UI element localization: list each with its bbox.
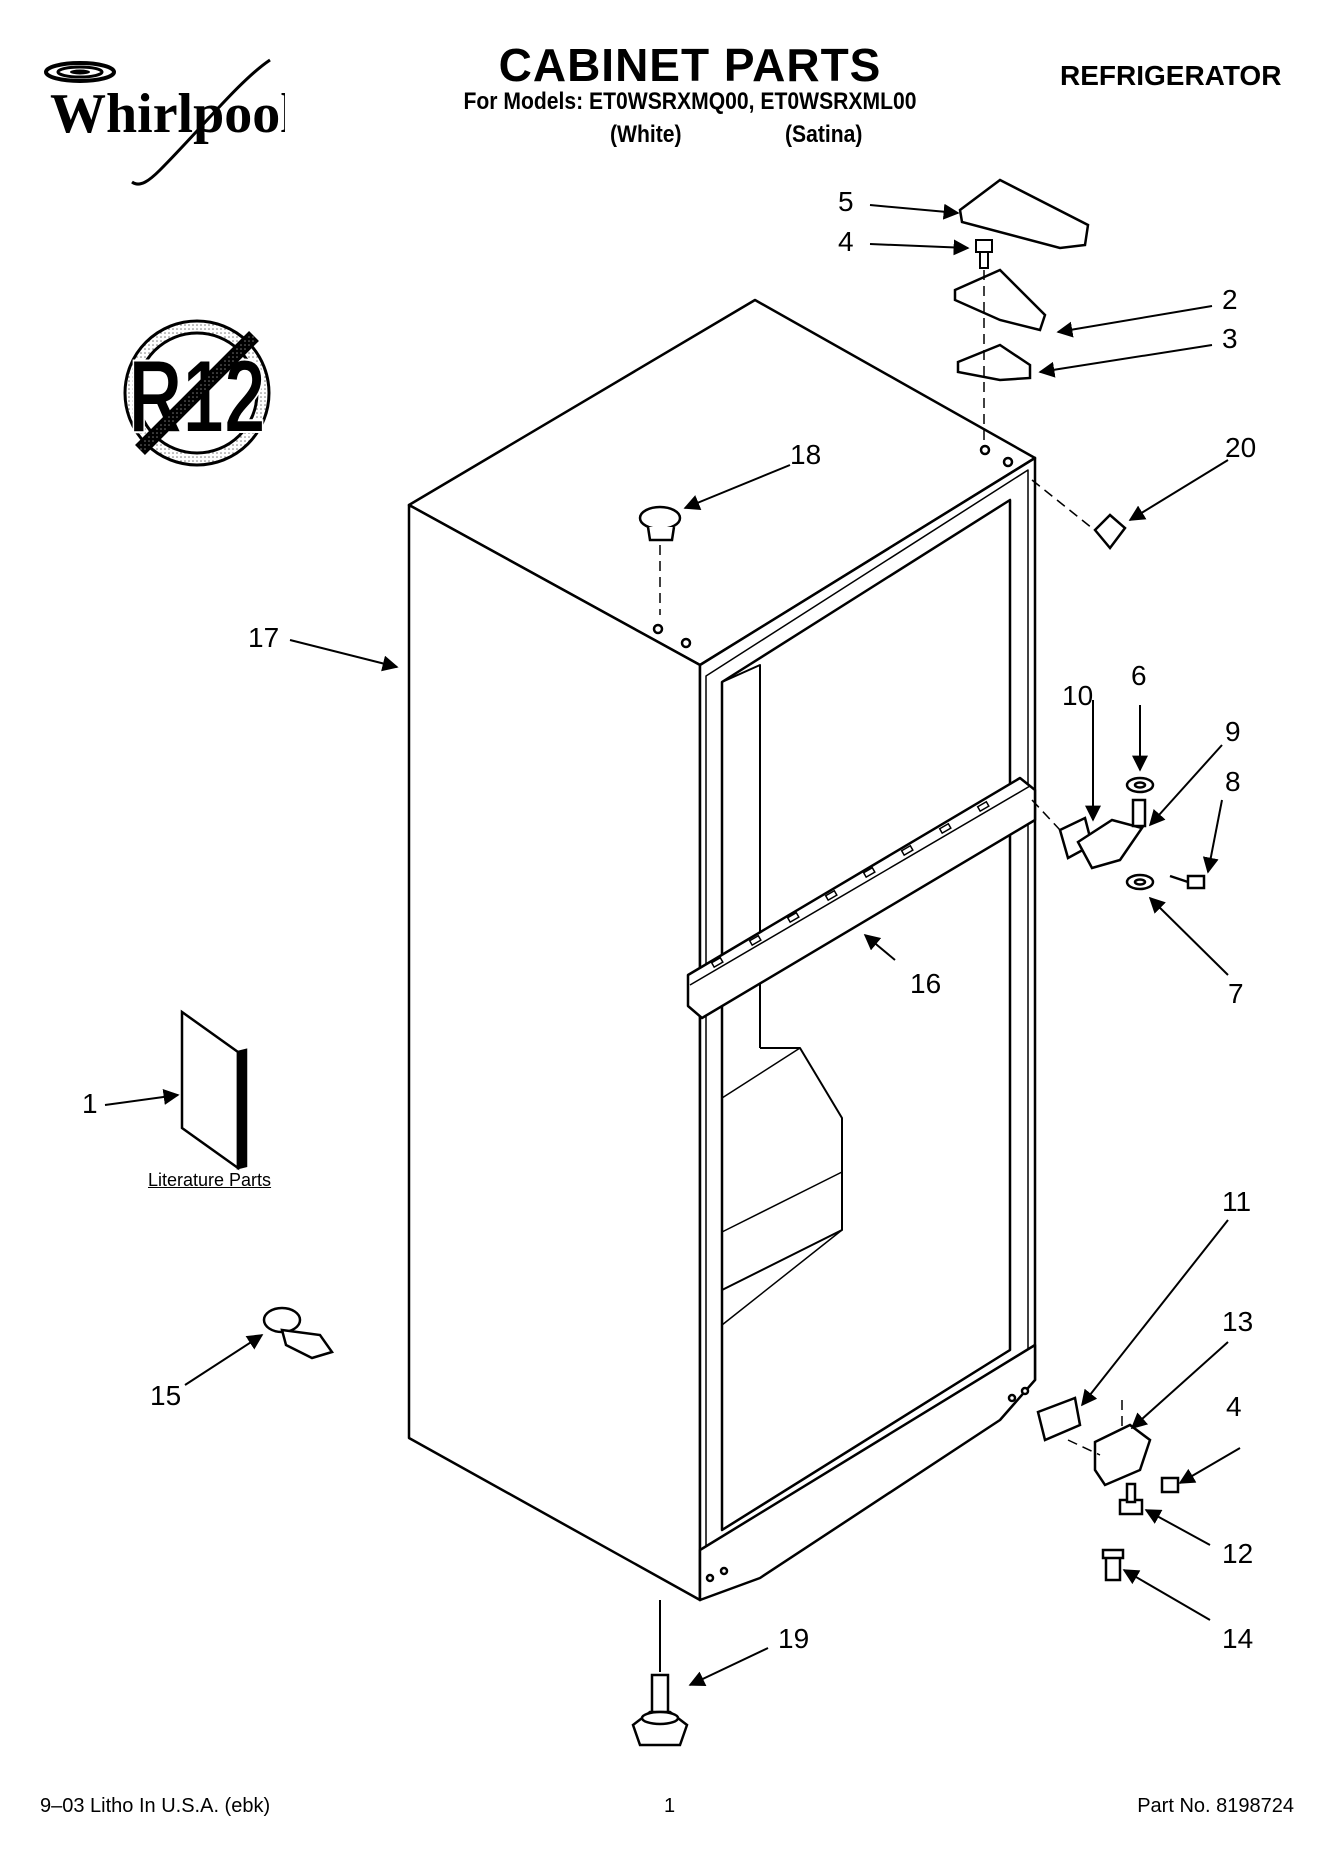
callout-12: 12 [1222, 1538, 1254, 1569]
clip-part [1093, 513, 1127, 551]
literature-parts-label: Literature Parts [148, 1170, 272, 1190]
callout-8: 8 [1225, 766, 1241, 797]
callout-16: 16 [910, 968, 942, 999]
variant-satina-label: (Satina) [785, 121, 863, 148]
top-hinge-shim-part [956, 343, 1032, 382]
callout-6: 6 [1131, 660, 1147, 691]
footer-page-number: 1 [664, 1795, 676, 1817]
rail-slots [710, 800, 990, 969]
hinge-cover-part [958, 178, 1090, 250]
callout-14: 14 [1222, 1623, 1254, 1654]
no-r12-prohibition-icon: R12 [123, 319, 271, 467]
callout-20: 20 [1225, 432, 1257, 463]
page-title: CABINET PARTS [498, 39, 882, 91]
callout-9: 9 [1225, 716, 1241, 747]
appliance-category: REFRIGERATOR [1060, 60, 1282, 91]
variant-white-label: (White) [610, 121, 682, 148]
callout-11: 11 [1222, 1186, 1252, 1217]
wire-clamp-part [262, 1306, 335, 1360]
callout-17: 17 [248, 622, 280, 653]
top-hinge-part [953, 268, 1047, 332]
leveling-leg-part [631, 1673, 689, 1747]
whirlpool-logo: Whirlpool [44, 58, 285, 186]
callout-2: 2 [1222, 284, 1238, 315]
callout-leaders [104, 203, 1241, 1687]
whirlpool-wordmark: Whirlpool [50, 83, 285, 145]
footer-part-number: Part No. 8198724 [1137, 1795, 1294, 1817]
callout-4-bottom: 4 [1226, 1391, 1242, 1422]
literature-book-icon [180, 1009, 248, 1171]
bottom-hinge-assembly [1036, 1396, 1180, 1582]
refrigerator-cabinet [407, 298, 1037, 1602]
footer-litho-info: 9–03 Litho In U.S.A. (ebk) [40, 1795, 271, 1817]
callout-1: 1 [82, 1088, 98, 1119]
plug-button-part [638, 505, 682, 542]
callout-4-top: 4 [838, 226, 854, 257]
callout-15: 15 [150, 1380, 182, 1411]
callout-13: 13 [1222, 1306, 1254, 1337]
callout-19: 19 [778, 1623, 810, 1654]
callout-7: 7 [1228, 978, 1244, 1009]
center-hinge-assembly [1058, 776, 1206, 891]
callout-18: 18 [790, 439, 822, 470]
top-hinge-screw-part [975, 239, 993, 269]
callout-3: 3 [1222, 323, 1238, 354]
callout-5: 5 [838, 186, 854, 217]
model-numbers: For Models: ET0WSRXMQ00, ET0WSRXML00 [463, 88, 917, 115]
callout-10: 10 [1062, 680, 1094, 711]
